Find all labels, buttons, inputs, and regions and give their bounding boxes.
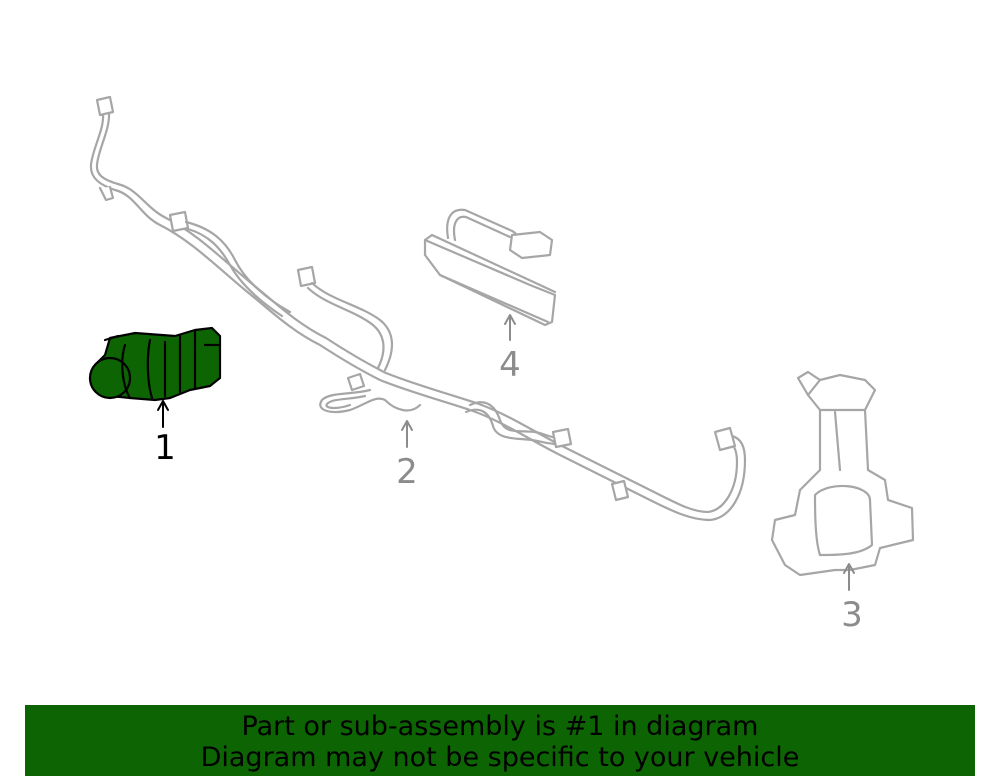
parts-diagram: [88, 95, 915, 591]
banner-line-2: Diagram may not be specific to your vehi…: [200, 742, 800, 773]
callout-label-4: 4: [499, 345, 521, 385]
parking-sensor-part-1[interactable]: [88, 326, 222, 428]
wiring-harness-part-2[interactable]: [89, 95, 747, 522]
info-banner: Part or sub-assembly is #1 in diagram Di…: [25, 705, 975, 776]
mounting-bracket-part-3[interactable]: [770, 370, 915, 591]
callout-label-3: 3: [841, 595, 863, 635]
banner-line-1: Part or sub-assembly is #1 in diagram: [241, 711, 759, 742]
callout-label-1: 1: [154, 428, 176, 468]
callout-label-2: 2: [396, 452, 418, 492]
module-bracket-part-4[interactable]: [423, 208, 557, 341]
